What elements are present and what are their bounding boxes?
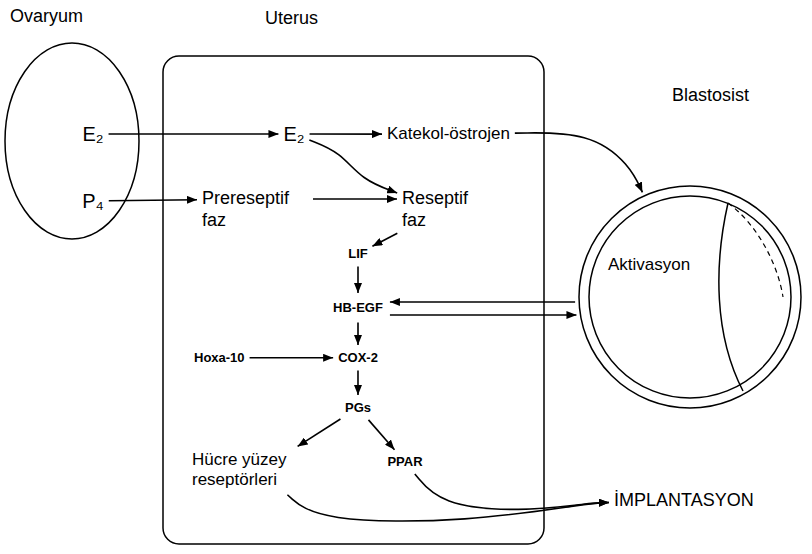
arrow-connector — [357, 323, 359, 345]
region-heading: Ovaryum — [10, 6, 83, 28]
arrow-connector — [109, 200, 197, 201]
term-text: Hücre yüzey reseptörleri — [192, 450, 328, 491]
inner-cell-mass-line — [719, 203, 743, 391]
uterus-outline — [163, 56, 544, 544]
term-label: Hoxa-10 — [192, 348, 247, 368]
term-text: LIF — [348, 246, 368, 262]
arrow-connector — [357, 371, 359, 395]
uterus-box: E₂ Katekol-östrojenPrereseptif faz Resepti… — [162, 55, 545, 545]
term-label: PPAR — [385, 452, 424, 472]
blastocyst-circle-outline — [578, 185, 802, 409]
term-text: Prereseptif faz — [202, 188, 308, 231]
region-heading: Blastosist — [672, 85, 749, 107]
arrow-connector — [313, 198, 397, 200]
region-heading: Uterus — [265, 8, 318, 30]
arrow-connector — [390, 301, 575, 303]
term-text: Katekol-östrojen — [387, 124, 510, 144]
blastocyst-circle: BlastosistAktivasyon — [578, 185, 802, 409]
arrow-connector — [368, 420, 394, 450]
term-text: PPAR — [387, 454, 422, 470]
term-text: Reseptif faz — [402, 188, 483, 231]
term-text: HB-EGF — [333, 300, 383, 316]
arrow-connector — [515, 133, 643, 192]
arrow-connector — [310, 133, 382, 135]
ovary-ellipse: E₂P₄Ovaryum — [4, 42, 140, 240]
arrow-connector — [372, 233, 397, 246]
term-text: COX-2 — [338, 350, 378, 366]
term-label: HB-EGF — [329, 296, 387, 320]
term-text: Hoxa-10 — [194, 350, 245, 366]
arrow-connector — [390, 314, 577, 316]
ovary-ellipse-outline — [4, 42, 140, 240]
inner-label: Aktivasyon — [608, 255, 690, 275]
term-label: E₂ — [281, 120, 306, 148]
term-label: Prereseptif faz — [200, 186, 310, 233]
arrow-connector — [250, 357, 334, 359]
term-label: Hücre yüzey reseptörleri — [190, 448, 330, 493]
dashed-segment — [728, 203, 783, 297]
arrow-connector — [287, 495, 609, 521]
outer-outline — [579, 186, 801, 408]
term-text: E₂ — [283, 122, 304, 146]
term-label: COX-2 — [336, 348, 380, 368]
arrow-connector — [109, 133, 279, 135]
arrow-connector — [415, 474, 609, 509]
term-label: E₂ — [80, 120, 105, 148]
term-label: Katekol-östrojen — [385, 122, 512, 146]
term-label: P₄ — [80, 187, 106, 215]
term-label: PGs — [343, 398, 373, 418]
arrow-connector — [309, 140, 397, 193]
arrow-connector — [357, 267, 359, 293]
term-label: LIF — [346, 244, 370, 264]
outer-outline — [5, 43, 139, 239]
zona-ring — [589, 196, 791, 398]
term-text: P₄ — [82, 189, 104, 213]
arrow-connector — [298, 419, 341, 446]
term-text: PGs — [345, 400, 371, 416]
term-label: Reseptif faz — [400, 186, 485, 233]
term-label: İMPLANTASYON — [612, 488, 756, 514]
term-text: İMPLANTASYON — [614, 490, 754, 512]
term-text: E₂ — [82, 122, 103, 146]
